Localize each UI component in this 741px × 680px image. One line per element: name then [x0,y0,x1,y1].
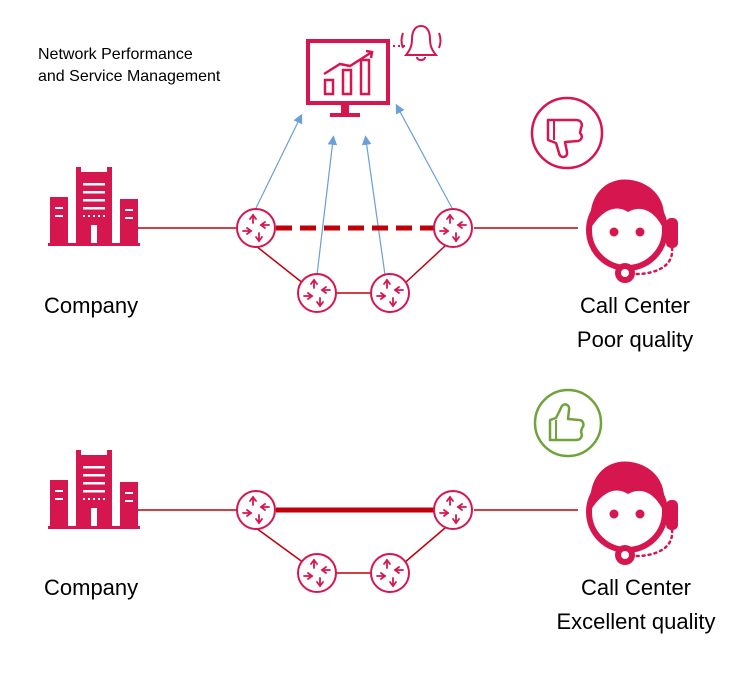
thumbs-up-icon [533,388,603,458]
router-icon [433,208,473,248]
monitoring-arrows [255,103,453,276]
monitor-title-line2: and Service Management [38,68,221,85]
router-icon [370,273,410,313]
quality-label: Poor quality [576,327,694,352]
call-center-label: Call Center [579,293,691,318]
router-icon [236,208,276,248]
company-building-icon [48,450,140,529]
router-icon [297,273,337,313]
monitor-title-line1: Network Performance [38,46,193,63]
thumbs-down-icon [530,96,604,170]
quality-label: Excellent quality [556,609,716,634]
router-icon [236,490,276,530]
alarm-bell-icon [400,24,442,61]
scenario-good [48,388,678,593]
router-icon [370,553,410,593]
router-icon [433,490,473,530]
call-center-label: Call Center [580,575,692,600]
company-label: Company [44,575,139,600]
scenario-poor [48,96,678,313]
company-label: Company [44,293,139,318]
call-center-agent-icon [589,180,678,283]
router-icon [297,553,337,593]
company-building-icon [48,167,140,246]
call-center-agent-icon [589,462,678,565]
monitor-icon [306,39,406,117]
